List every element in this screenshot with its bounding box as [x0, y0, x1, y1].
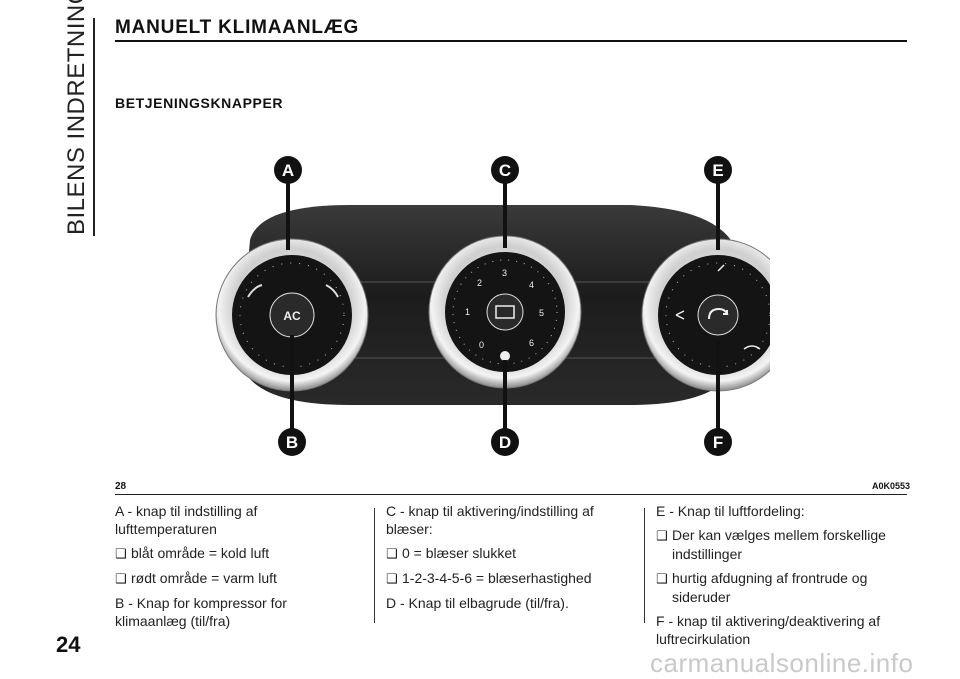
side-section-label-text: BILENS INDRETNING — [63, 0, 90, 235]
callout-f: F — [704, 428, 732, 456]
text-column-3: E - Knap til luftfordeling: Der kan vælg… — [656, 502, 916, 654]
text-column-2: C - knap til aktivering/indstilling af b… — [386, 502, 626, 618]
svg-text:E: E — [712, 161, 723, 180]
bullet-item: Der kan vælges mellem forskellige indsti… — [656, 526, 916, 563]
climate-control-figure: AC 0 1 2 3 4 5 6 A — [215, 156, 770, 456]
column-divider — [374, 508, 375, 623]
knob-c-fan: 0 1 2 3 4 5 6 — [428, 235, 582, 389]
figure-code: A0K0553 — [872, 481, 911, 491]
fan-speed-4: 4 — [529, 280, 534, 290]
bullet-item: 1-2-3-4-5-6 = blæserhastighed — [386, 569, 626, 588]
callout-b: B — [278, 428, 306, 456]
recirculation-icon — [708, 307, 729, 320]
svg-text:F: F — [713, 433, 723, 452]
svg-text:B: B — [286, 433, 298, 452]
column-divider — [644, 508, 645, 623]
windshield-defrost-icon — [743, 345, 761, 350]
paragraph: B - Knap for kompressor for klimaanlæg (… — [115, 595, 287, 629]
svg-text:A: A — [282, 161, 294, 180]
airflow-feet-icon — [717, 264, 725, 272]
side-section-label: BILENS INDRETNING — [62, 0, 92, 235]
bullet-item: hurtig afdugning af frontrude og siderud… — [656, 569, 916, 606]
figure-number: 28 — [115, 481, 127, 492]
section-title: BETJENINGSKNAPPER — [115, 95, 284, 111]
watermark: carmanualsonline.info — [650, 648, 914, 678]
text-column-1: A - knap til indstilling af lufttemperat… — [115, 502, 360, 636]
fan-speed-6: 6 — [529, 338, 534, 348]
fan-icon — [500, 351, 510, 361]
svg-text:C: C — [499, 161, 511, 180]
svg-text:D: D — [499, 433, 511, 452]
callout-d: D — [491, 428, 519, 456]
fan-speed-2: 2 — [477, 278, 482, 288]
callout-e: E — [704, 156, 732, 184]
fan-speed-1: 1 — [465, 307, 470, 317]
paragraph: D - Knap til elbagrude (til/fra). — [386, 595, 569, 611]
knob-a-temperature: AC — [215, 238, 369, 392]
bullet-item: 0 = blæser slukket — [386, 544, 626, 563]
defrost-rear-icon — [495, 305, 515, 319]
fan-speed-3: 3 — [502, 268, 507, 278]
knob-e-distribution — [641, 238, 770, 392]
callout-a: A — [274, 156, 302, 184]
title-rule — [115, 40, 907, 42]
bullet-item: blåt område = kold luft — [115, 544, 360, 563]
side-rule — [93, 18, 95, 236]
ac-label: AC — [283, 309, 301, 323]
page-title: MANUELT KLIMAANLÆG — [115, 17, 360, 38]
paragraph: E - Knap til luftfordeling: — [656, 503, 805, 519]
figure-rule — [115, 494, 907, 495]
fan-speed-5: 5 — [539, 308, 544, 318]
airflow-face-icon — [675, 310, 685, 320]
bullet-item: rødt område = varm luft — [115, 569, 360, 588]
paragraph: C - knap til aktivering/indstilling af b… — [386, 503, 594, 537]
paragraph: A - knap til indstilling af lufttemperat… — [115, 503, 258, 537]
paragraph: F - knap til aktivering/deaktivering af … — [656, 613, 881, 647]
callout-c: C — [491, 156, 519, 184]
page-number: 24 — [56, 632, 81, 657]
fan-speed-0: 0 — [479, 340, 484, 350]
